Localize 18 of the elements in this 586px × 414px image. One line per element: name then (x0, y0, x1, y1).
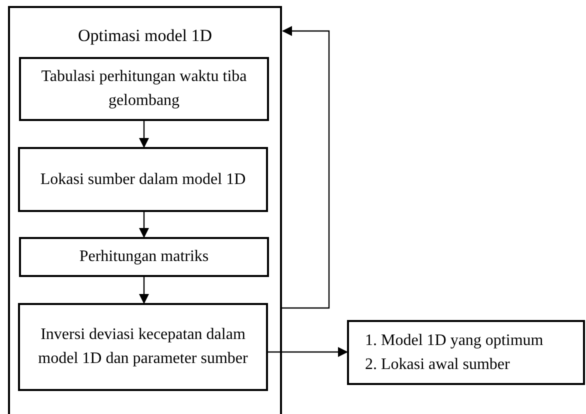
arrow (139, 121, 149, 148)
process-box (19, 57, 269, 121)
box-label: Inversi deviasi kecepatan dalam model 1D dan parameter sumber (37, 325, 249, 369)
arrow (268, 347, 348, 357)
box-label: Perhitungan matriks (79, 247, 209, 267)
arrow (139, 212, 149, 238)
list-item: 2. Lokasi awal sumber (365, 354, 511, 374)
box-label: Lokasi sumber dalam model 1D (40, 170, 246, 190)
list-item: 1. Model 1D yang optimum (365, 330, 544, 350)
group-title: Optimasi model 1D (76, 25, 214, 47)
process-box (19, 237, 269, 277)
box-label: Tabulasi perhitungan waktu tiba gelombang (40, 67, 248, 111)
process-box (18, 303, 268, 391)
arrow (139, 277, 149, 304)
process-box (347, 320, 585, 385)
arrow (282, 26, 330, 309)
group-box (8, 6, 282, 414)
process-box (18, 147, 268, 212)
